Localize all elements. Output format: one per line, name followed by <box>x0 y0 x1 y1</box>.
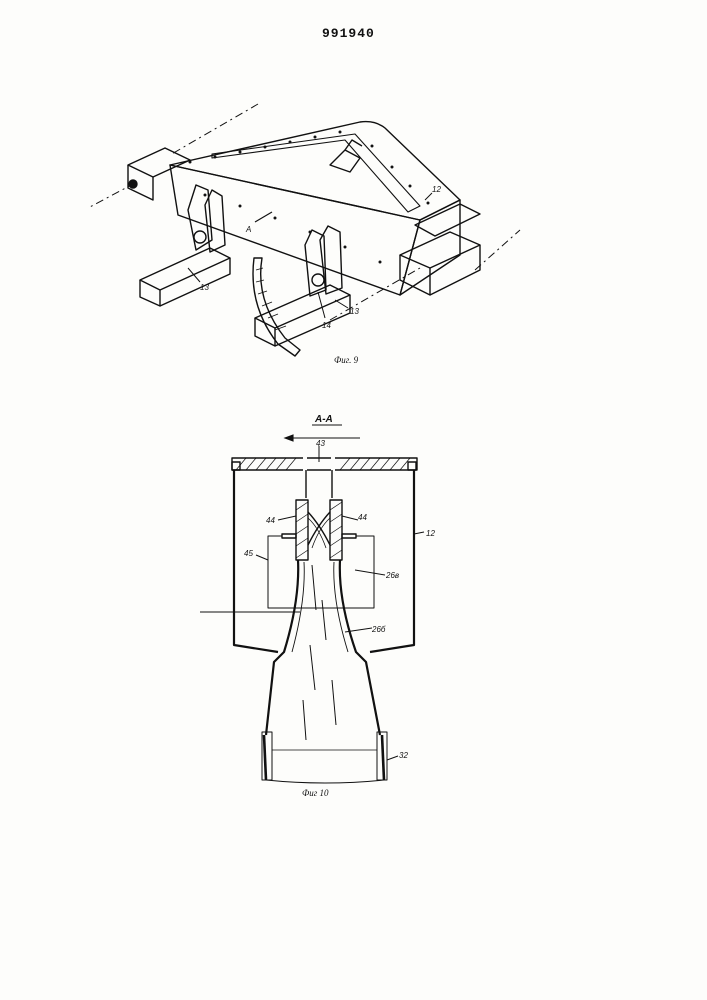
fig10-label-43: 43 <box>316 439 325 448</box>
leader-45 <box>256 555 268 560</box>
view-arrow <box>255 212 272 222</box>
leader-26v <box>355 570 385 575</box>
flow-arrows <box>303 565 336 740</box>
leader-13-right <box>335 300 348 308</box>
axis-line-top <box>170 104 258 155</box>
top-bracket <box>330 150 360 172</box>
sleeve-right <box>382 735 384 780</box>
fig9-label-13-right: 13 <box>350 307 359 316</box>
fig9-caption: Фиг. 9 <box>334 355 359 365</box>
top-cover <box>232 458 417 470</box>
beam-left-side <box>160 258 230 306</box>
fig10-label-44-left: 44 <box>266 516 275 525</box>
figure-10-drawing <box>200 446 424 783</box>
flexible-hose <box>253 258 300 356</box>
sleeve-left <box>264 735 266 780</box>
leader-13-left <box>188 268 200 282</box>
fig10-label-32: 32 <box>399 751 408 760</box>
terminal-right <box>342 534 356 538</box>
electrode-hatch <box>296 502 342 558</box>
fig10-label-26v: 26в <box>385 571 399 580</box>
sleeve-bottom <box>266 780 384 783</box>
fig10-section-title: А-А <box>314 414 333 425</box>
fig10-label-45: 45 <box>244 549 253 558</box>
right-box-top <box>400 232 480 268</box>
corner-right <box>408 462 416 470</box>
housing-left-wall <box>234 470 278 652</box>
leader-44-left <box>278 516 296 520</box>
fig9-label-14: 14 <box>322 321 331 330</box>
figure-9-drawing <box>88 104 520 356</box>
leader-44-right <box>342 516 358 520</box>
fig9-view-marker: А <box>245 225 251 234</box>
beam-right-front <box>255 318 275 346</box>
fig10-label-44-right: 44 <box>358 513 367 522</box>
axis-line-right <box>475 230 520 270</box>
beam-left-top <box>140 248 230 290</box>
right-pivot <box>312 274 324 286</box>
axis-line-lower <box>330 268 420 320</box>
leader-12 <box>425 193 432 200</box>
fig9-label-13-left: 13 <box>200 283 209 292</box>
beam-left-front <box>140 280 160 306</box>
top-bracket-tab <box>345 140 362 150</box>
fig10-caption: Фиг 10 <box>302 788 329 798</box>
leader-12 <box>414 532 424 534</box>
housing-slot <box>212 134 420 212</box>
terminal-left <box>282 534 296 538</box>
corner-left <box>232 462 240 470</box>
beam-right-top <box>255 285 350 328</box>
leader-14 <box>318 292 325 318</box>
left-tube-bolt <box>129 180 137 188</box>
leader-32 <box>387 756 398 760</box>
top-cover-hatch <box>236 458 410 470</box>
fig10-label-26b: 26б <box>371 625 386 634</box>
right-tube-top <box>415 204 480 236</box>
fig10-label-12: 12 <box>426 529 435 538</box>
left-pivot <box>194 231 206 243</box>
wire-circuit <box>268 536 374 608</box>
fig9-label-12: 12 <box>432 185 441 194</box>
